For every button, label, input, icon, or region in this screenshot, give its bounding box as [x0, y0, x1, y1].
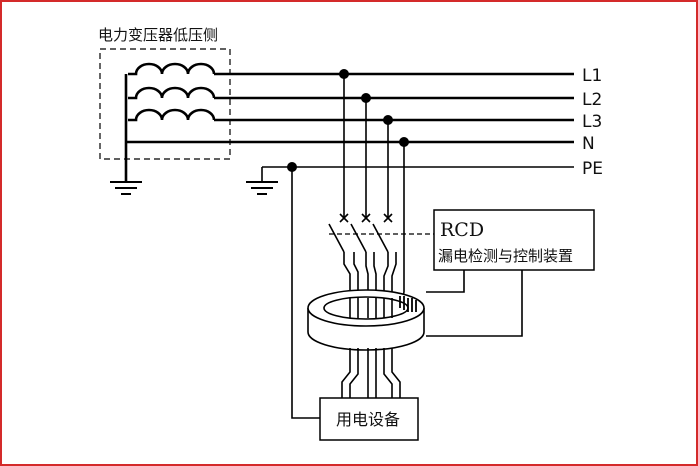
switch-blades [328, 223, 389, 253]
rcd-subtitle: 漏电检测与控制装置 [438, 247, 573, 265]
toroid-ct [307, 289, 425, 351]
rcd-sense-wire-2 [426, 270, 523, 337]
rcd-title: RCD [440, 219, 484, 241]
transformer-coils [128, 62, 216, 122]
line-label-n: N [582, 134, 595, 154]
toroid-inner-conductors [349, 298, 393, 318]
line-label-pe: PE [582, 159, 603, 179]
coil-l3 [128, 108, 216, 122]
transformer-label: 电力变压器低压侧 [98, 26, 218, 44]
equipment-box [319, 397, 419, 441]
switch-contacts [339, 213, 393, 223]
line-label-l1: L1 [582, 66, 602, 86]
line-label-l2: L2 [582, 90, 602, 110]
toroid-winding [399, 296, 417, 312]
rcd-sense-wire-1 [426, 270, 465, 293]
equipment-feed-wires [341, 348, 401, 398]
coil-l1 [128, 62, 216, 76]
transformer-box [99, 48, 231, 160]
coil-l2 [128, 86, 216, 100]
line-label-l3: L3 [582, 112, 602, 132]
equipment-label: 用电设备 [336, 410, 400, 429]
rcd-box [433, 209, 595, 271]
pe-drop-wire [291, 167, 320, 419]
